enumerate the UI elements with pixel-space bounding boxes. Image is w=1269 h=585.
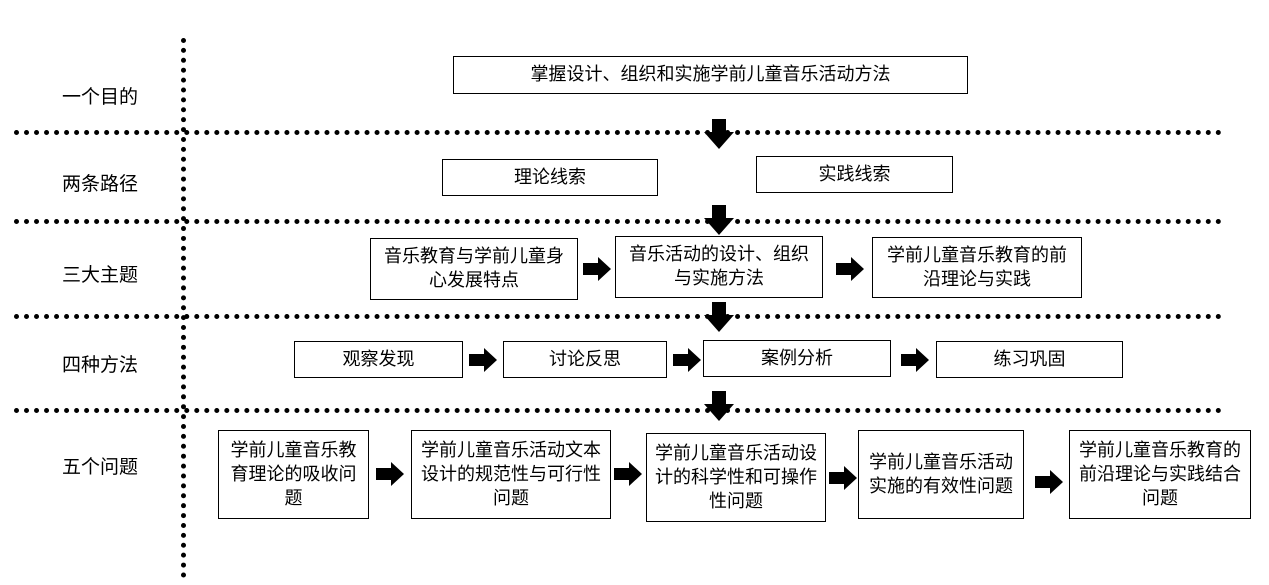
row-label-purpose: 一个目的	[61, 86, 138, 108]
method-box-4: 练习巩固	[936, 341, 1123, 378]
method-box-2: 讨论反思	[503, 341, 667, 378]
arrow-right-icon	[376, 462, 404, 486]
problem-box-5: 学前儿童音乐教育的前沿理论与实践结合问题	[1069, 430, 1251, 519]
problem-box-4: 学前儿童音乐活动实施的有效性问题	[858, 430, 1024, 519]
problem-box-2: 学前儿童音乐活动文本设计的规范性与可行性问题	[411, 430, 611, 519]
arrow-right-icon	[901, 348, 929, 372]
arrow-right-icon	[614, 462, 642, 486]
arrow-down-icon	[704, 205, 734, 235]
arrow-right-icon	[1035, 470, 1063, 494]
problem-box-1: 学前儿童音乐教育理论的吸收问题	[218, 430, 369, 519]
theme-box-2: 音乐活动的设计、组织与实施方法	[615, 236, 823, 298]
row-label-problems: 五个问题	[61, 456, 138, 478]
problem-box-3: 学前儿童音乐活动设计的科学性和可操作性问题	[646, 433, 826, 522]
arrow-right-icon	[673, 348, 701, 372]
row-label-paths: 两条路径	[61, 173, 138, 195]
theory-path-box: 理论线索	[442, 159, 658, 196]
row-divider-3	[14, 314, 1222, 319]
vertical-divider	[181, 38, 186, 578]
arrow-right-icon	[583, 257, 611, 281]
row-divider-2	[14, 219, 1222, 224]
row-label-themes: 三大主题	[61, 264, 138, 286]
theme-box-3: 学前儿童音乐教育的前沿理论与实践	[872, 237, 1082, 298]
purpose-box: 掌握设计、组织和实施学前儿童音乐活动方法	[453, 56, 968, 94]
arrow-down-icon	[704, 391, 734, 421]
theme-box-1: 音乐教育与学前儿童身心发展特点	[370, 238, 578, 300]
arrow-right-icon	[836, 257, 864, 281]
row-divider-1	[14, 130, 1222, 135]
method-box-3: 案例分析	[703, 340, 891, 377]
arrow-right-icon	[469, 348, 497, 372]
row-label-methods: 四种方法	[61, 354, 138, 376]
practice-path-box: 实践线索	[756, 156, 953, 193]
row-divider-4	[14, 408, 1222, 413]
arrow-down-icon	[704, 302, 734, 332]
arrow-right-icon	[829, 466, 857, 490]
method-box-1: 观察发现	[294, 341, 463, 378]
arrow-down-icon	[704, 119, 734, 149]
